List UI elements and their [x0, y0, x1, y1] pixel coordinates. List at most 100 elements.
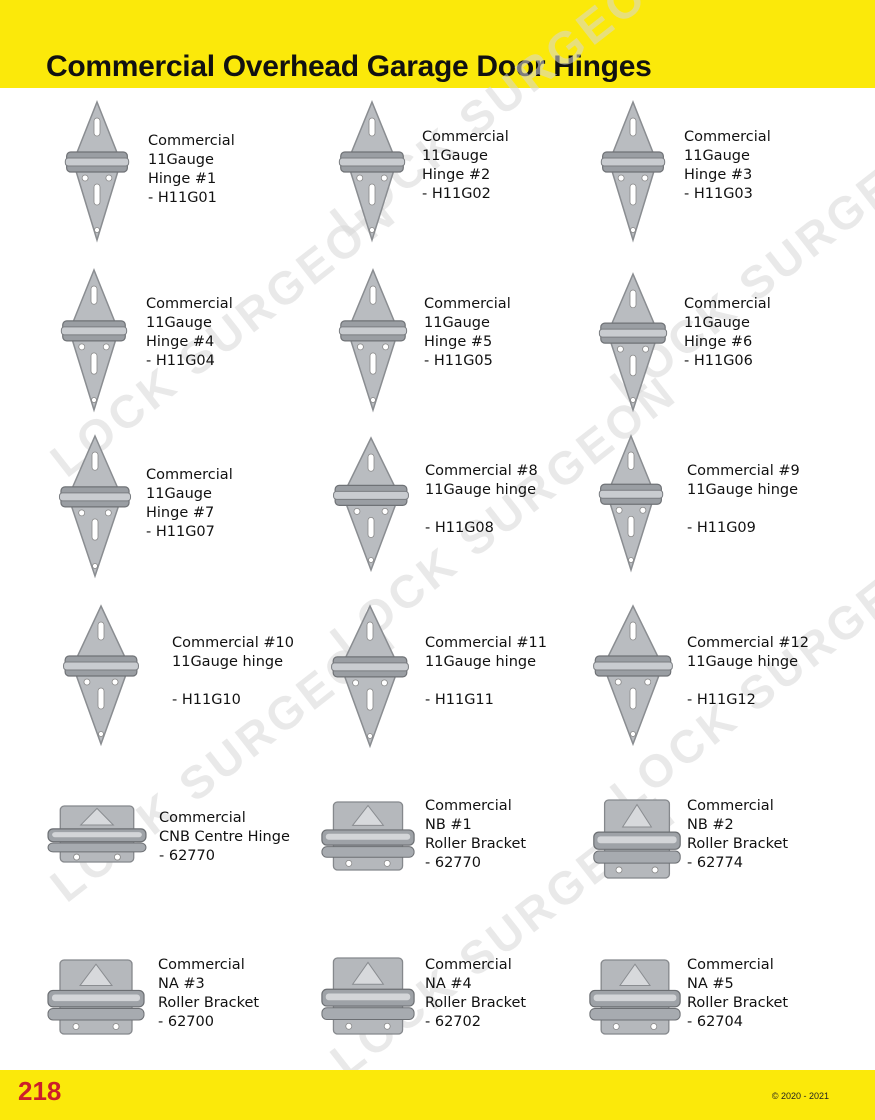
caption-line: - 62770 [425, 855, 481, 871]
caption-line: 11Gauge hinge [425, 482, 537, 498]
caption-line [687, 500, 800, 519]
caption-line: NB #2 [687, 817, 734, 833]
caption-line: Commercial [424, 296, 511, 312]
footer-bar [0, 1070, 875, 1120]
product-caption: Commercial NA #3 Roller Bracket - 62700 [158, 956, 259, 1032]
caption-line: - H11G12 [687, 692, 756, 708]
caption-line: Commercial #12 [687, 635, 809, 651]
caption-line: CNB Centre Hinge [159, 829, 290, 845]
header-bar [0, 0, 875, 88]
caption-line: 11Gauge hinge [172, 654, 284, 670]
caption-line: 11Gauge hinge [687, 482, 799, 498]
caption-line: Roller Bracket [425, 995, 527, 1011]
caption-line: Hinge #3 [684, 167, 753, 183]
product-caption: Commercial #11 11Gauge hinge - H11G11 [425, 634, 547, 710]
caption-line: NB #1 [425, 817, 472, 833]
caption-line: Commercial [146, 467, 233, 483]
product-caption: Commercial NA #4 Roller Bracket - 62702 [425, 956, 526, 1032]
caption-line: Commercial #8 [425, 463, 538, 479]
caption-line: - H11G02 [422, 186, 491, 202]
caption-line: 11Gauge [422, 148, 488, 164]
caption-line: Commercial [684, 296, 771, 312]
caption-line: - H11G10 [172, 692, 241, 708]
caption-line: - H11G07 [146, 524, 215, 540]
caption-line: - 62774 [687, 855, 743, 871]
caption-line: 11Gauge [148, 152, 214, 168]
hinge-image [64, 96, 130, 246]
caption-line: Commercial #11 [425, 635, 547, 651]
caption-line: Roller Bracket [687, 995, 789, 1011]
caption-line: 11Gauge [424, 315, 490, 331]
roller-bracket-image [320, 954, 416, 1038]
caption-line: NA #4 [425, 976, 472, 992]
caption-line: Roller Bracket [425, 836, 527, 852]
caption-line: 11Gauge [684, 148, 750, 164]
caption-line [425, 500, 538, 519]
hinge-image [598, 268, 668, 416]
hinge-image [338, 264, 408, 416]
hinge-image [62, 600, 140, 750]
caption-line: Commercial [159, 810, 246, 826]
caption-line: 11Gauge [684, 315, 750, 331]
caption-line: Commercial [146, 296, 233, 312]
caption-line: Hinge #6 [684, 334, 753, 350]
roller-bracket-image [592, 796, 682, 882]
caption-line: NA #5 [687, 976, 734, 992]
product-caption: Commercial #8 11Gauge hinge - H11G08 [425, 462, 538, 538]
caption-line: Commercial [425, 957, 512, 973]
caption-line: 11Gauge hinge [687, 654, 799, 670]
roller-bracket-image [46, 802, 148, 866]
caption-line: - H11G09 [687, 520, 756, 536]
hinge-image [338, 96, 406, 246]
product-caption: Commercial #9 11Gauge hinge - H11G09 [687, 462, 800, 538]
caption-line: - H11G01 [148, 190, 217, 206]
caption-line: Commercial [687, 957, 774, 973]
roller-bracket-image [46, 956, 146, 1038]
caption-line: Hinge #2 [422, 167, 491, 183]
caption-line [687, 672, 809, 691]
caption-line: - H11G05 [424, 353, 493, 369]
caption-line: Commercial [684, 129, 771, 145]
caption-line: Commercial [158, 957, 245, 973]
caption-line: Commercial #9 [687, 463, 800, 479]
caption-line: - H11G06 [684, 353, 753, 369]
hinge-image [330, 600, 410, 752]
caption-line: Hinge #1 [148, 171, 217, 187]
caption-line: - H11G08 [425, 520, 494, 536]
caption-line: - H11G03 [684, 186, 753, 202]
caption-line: Commercial #10 [172, 635, 294, 651]
roller-bracket-image [320, 798, 416, 874]
caption-line: NA #3 [158, 976, 205, 992]
copyright: © 2020 - 2021 [771, 1091, 829, 1101]
caption-line: - 62702 [425, 1014, 481, 1030]
caption-line: 11Gauge [146, 486, 212, 502]
caption-line: Hinge #5 [424, 334, 493, 350]
caption-line: Roller Bracket [158, 995, 260, 1011]
caption-line: - H11G11 [425, 692, 494, 708]
caption-line: - 62770 [159, 848, 215, 864]
caption-line: 11Gauge [146, 315, 212, 331]
caption-line: Commercial [425, 798, 512, 814]
hinge-image [60, 264, 128, 416]
caption-line: - 62700 [158, 1014, 214, 1030]
caption-line: Hinge #4 [146, 334, 215, 350]
product-caption: Commercial #12 11Gauge hinge - H11G12 [687, 634, 809, 710]
hinge-image [598, 430, 664, 576]
caption-line: Commercial [148, 133, 235, 149]
caption-line: - H11G04 [146, 353, 215, 369]
hinge-image [58, 430, 132, 582]
caption-line: Hinge #7 [146, 505, 215, 521]
caption-line: 11Gauge hinge [425, 654, 537, 670]
product-caption: Commercial NB #1 Roller Bracket - 62770 [425, 797, 526, 873]
page-number: 218 [18, 1076, 62, 1106]
product-caption: Commercial #10 11Gauge hinge - H11G10 [172, 634, 294, 710]
roller-bracket-image [588, 956, 682, 1038]
